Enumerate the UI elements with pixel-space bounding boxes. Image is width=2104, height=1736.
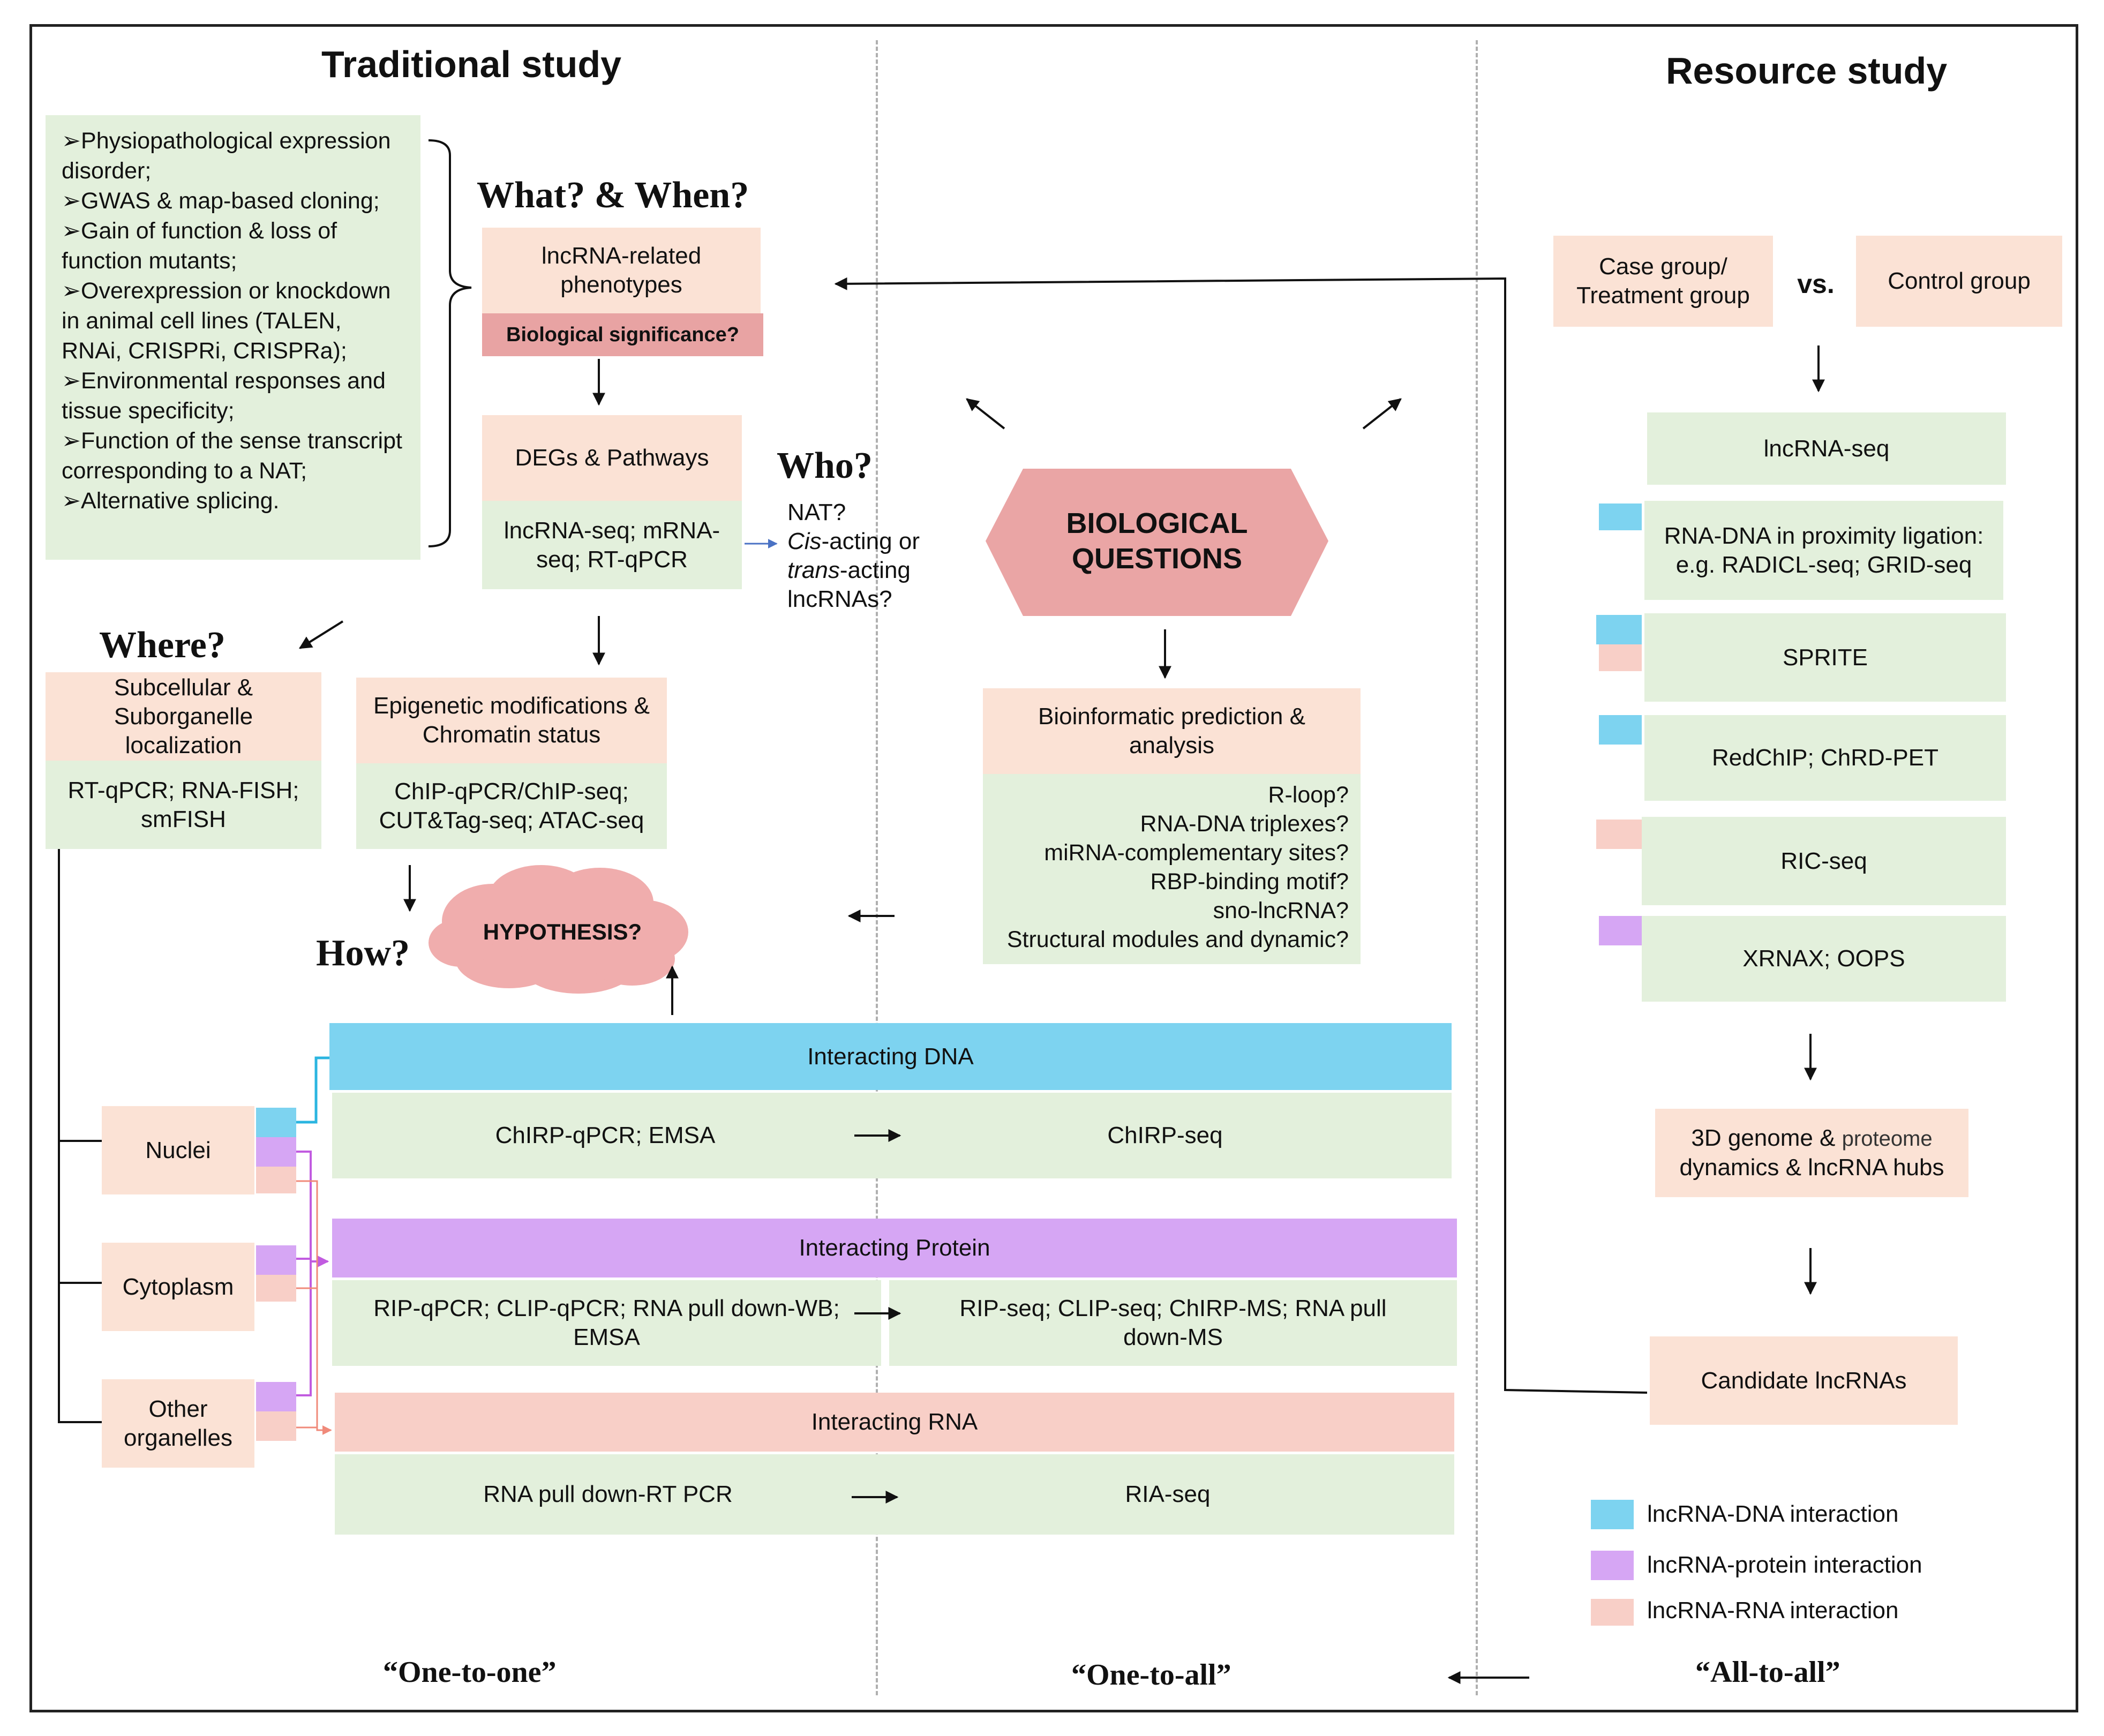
- interacting-protein-left: RIP-qPCR; CLIP-qPCR; RNA pull down-WB; E…: [332, 1280, 881, 1366]
- biological-questions-hexagon: [986, 469, 1328, 616]
- resource-study-header: Resource study: [1666, 50, 1948, 92]
- who-answer-cis: Cis: [787, 528, 822, 554]
- radicl-dna-marker: [1599, 503, 1642, 530]
- interacting-rna-header: Interacting RNA: [335, 1393, 1454, 1452]
- bioinformatic-item: RNA-DNA triplexes?: [1140, 811, 1349, 837]
- bioinformatic-item: sno-lncRNA?: [1213, 898, 1349, 923]
- genome-hubs-line2: dynamics & lncRNA hubs: [1679, 1154, 1944, 1181]
- traditional-study-header: Traditional study: [321, 43, 622, 85]
- candidate-lncrnas-box: Candidate lncRNAs: [1650, 1336, 1958, 1425]
- who-question: Who?: [777, 445, 873, 486]
- interacting-protein-header: Interacting Protein: [332, 1219, 1457, 1277]
- epigenetic-methods-box: ChIP-qPCR/ChIP-seq; CUT&Tag-seq; ATAC-se…: [356, 763, 667, 849]
- redchip-dna-marker: [1599, 715, 1642, 745]
- ric-seq-rna-marker: [1596, 820, 1642, 849]
- nuclei-dna-marker: [256, 1108, 296, 1137]
- nuclei-rna-marker: [256, 1167, 296, 1193]
- who-answer-lncrnas: lncRNAs?: [787, 586, 892, 612]
- resource-step-sprite: SPRITE: [1644, 613, 2006, 702]
- sprite-rna-marker: [1599, 644, 1642, 671]
- resource-step-redchip: RedChIP; ChRD-PET: [1644, 715, 2006, 801]
- who-answer-trans-rest: -acting: [839, 557, 911, 583]
- hypothesis-cloud: [429, 865, 688, 994]
- interacting-rna-right: RIA-seq: [881, 1454, 1454, 1535]
- resource-step-lncrna-seq: lncRNA-seq: [1647, 412, 2006, 485]
- where-question: Where?: [99, 625, 226, 666]
- method-item: ➢Gain of function & loss of function mut…: [62, 218, 337, 274]
- interacting-protein-right: RIP-seq; CLIP-seq; ChIRP-MS; RNA pull do…: [889, 1280, 1457, 1366]
- how-question: How?: [316, 933, 410, 974]
- legend-rna-swatch: [1591, 1599, 1634, 1626]
- compartment-nuclei: Nuclei: [102, 1106, 254, 1194]
- bioinformatic-box: Bioinformatic prediction & analysis: [983, 688, 1361, 774]
- control-group-box: Control group: [1856, 236, 2062, 327]
- footer-all-to-all: “All-to-all”: [1695, 1656, 1840, 1689]
- who-answer-trans: trans: [787, 557, 840, 583]
- bioinformatic-item: Structural modules and dynamic?: [1006, 927, 1349, 952]
- resource-step-radicl: RNA-DNA in proximity ligation: e.g. RADI…: [1644, 501, 2003, 600]
- hypothesis-label: HYPOTHESIS?: [483, 919, 642, 944]
- genome-hubs-proteome: proteome: [1842, 1127, 1933, 1151]
- legend-protein-swatch: [1591, 1551, 1634, 1580]
- method-item: ➢Overexpression or knockdown in animal c…: [62, 278, 391, 364]
- interacting-rna-left: RNA pull down-RT PCR: [335, 1454, 881, 1535]
- localization-box: Subcellular & Suborganelle localization: [46, 672, 321, 761]
- cytoplasm-protein-marker: [256, 1245, 296, 1275]
- degs-pathways-box: DEGs & Pathways: [482, 415, 742, 501]
- divider-right: [1476, 40, 1478, 1695]
- biological-questions-label: BIOLOGICAL QUESTIONS: [1066, 507, 1248, 575]
- figure-frame: [29, 24, 2078, 1712]
- method-list-bracket: [428, 139, 472, 547]
- bioinformatic-item: R-loop?: [1268, 782, 1349, 808]
- xrnax-protein-marker: [1599, 916, 1642, 945]
- resource-step-xrnax: XRNAX; OOPS: [1642, 916, 2006, 1002]
- method-item: ➢GWAS & map-based cloning;: [62, 188, 380, 214]
- cytoplasm-rna-marker: [256, 1275, 296, 1302]
- who-answer-cis-rest: -acting or: [821, 528, 920, 554]
- resource-step-ric-seq: RIC-seq: [1642, 817, 2006, 905]
- legend-rna-label: lncRNA-RNA interaction: [1647, 1597, 1899, 1624]
- biological-significance-label: Biological significance?: [482, 313, 763, 356]
- legend-dna-swatch: [1591, 1500, 1634, 1529]
- method-item: ➢Function of the sense transcript corres…: [62, 428, 402, 484]
- degs-methods-box: lncRNA-seq; mRNA-seq; RT-qPCR: [482, 501, 742, 589]
- footer-one-to-all: “One-to-all”: [1071, 1658, 1231, 1692]
- interacting-dna-left: ChIRP-qPCR; EMSA: [332, 1093, 878, 1178]
- genome-hubs-line1: 3D genome &: [1691, 1125, 1842, 1151]
- vs-label: vs.: [1797, 269, 1835, 299]
- footer-one-to-one: “One-to-one”: [383, 1656, 557, 1689]
- bioinformatic-item: miRNA-complementary sites?: [1044, 840, 1349, 866]
- phenotypes-box: lncRNA-related phenotypes: [482, 228, 761, 313]
- organelles-protein-marker: [256, 1382, 296, 1411]
- case-group-box: Case group/ Treatment group: [1553, 236, 1773, 327]
- method-item: ➢Environmental responses and tissue spec…: [62, 368, 386, 424]
- what-when-question: What? & When?: [477, 175, 749, 216]
- method-item: ➢Physiopathological expression disorder;: [62, 128, 391, 184]
- method-item: ➢Alternative splicing.: [62, 488, 280, 514]
- divider-left: [876, 40, 878, 1695]
- interacting-dna-right: ChIRP-seq: [878, 1093, 1452, 1178]
- sprite-dna-marker: [1596, 615, 1642, 644]
- compartment-cytoplasm: Cytoplasm: [102, 1243, 254, 1331]
- compartment-other-organelles: Other organelles: [102, 1379, 254, 1468]
- legend-dna-label: lncRNA-DNA interaction: [1647, 1501, 1899, 1527]
- genome-hubs-box: 3D genome & proteome dynamics & lncRNA hu…: [1655, 1109, 1968, 1197]
- bioinformatic-questions-list: R-loop? RNA-DNA triplexes? miRNA-complem…: [983, 774, 1361, 964]
- bioinformatic-item: RBP-binding motif?: [1150, 869, 1349, 895]
- organelles-rna-marker: [256, 1411, 296, 1441]
- who-answer-text: NAT? Cis-acting or trans-acting lncRNAs?: [787, 498, 948, 614]
- who-answer-nat: NAT?: [787, 499, 846, 525]
- nuclei-protein-marker: [256, 1137, 296, 1167]
- legend-protein-label: lncRNA-protein interaction: [1647, 1552, 1922, 1578]
- interacting-dna-header: Interacting DNA: [329, 1023, 1452, 1090]
- epigenetic-box: Epigenetic modifications & Chromatin sta…: [356, 678, 667, 763]
- traditional-methods-list: ➢Physiopathological expression disorder;…: [46, 115, 420, 560]
- localization-methods-box: RT-qPCR; RNA-FISH; smFISH: [46, 761, 321, 849]
